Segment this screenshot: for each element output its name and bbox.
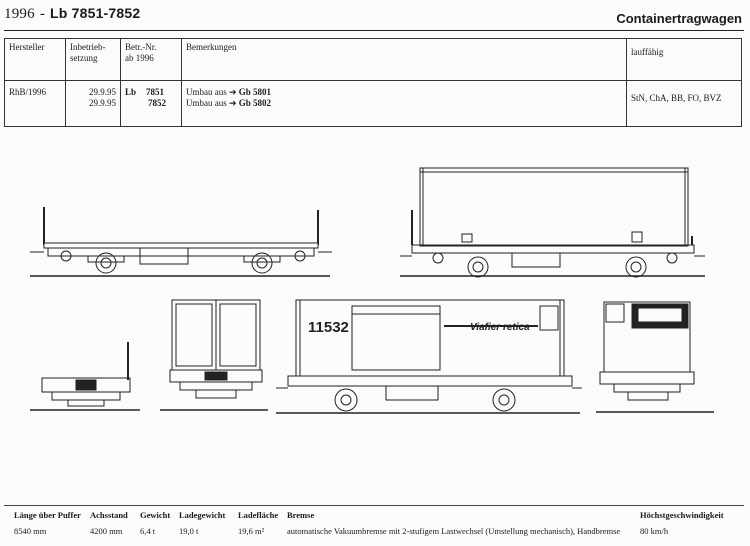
container-wagon-end-view xyxy=(160,299,268,411)
col-lauffaehig: lauffähig xyxy=(626,38,742,81)
loaded-wagon-side-view xyxy=(276,299,582,414)
container-number: 11532 xyxy=(308,319,349,336)
spec-value-laenge: 8540 mm xyxy=(14,526,47,536)
flat-wagon-end-view xyxy=(30,342,140,411)
specs-rule xyxy=(4,505,744,506)
spec-value-achsstand: 4200 mm xyxy=(90,526,123,536)
spec-label-ladegewicht: Ladegewicht xyxy=(179,510,226,520)
spec-label-hoechst: Höchstgeschwindigkeit xyxy=(640,510,724,520)
spec-label-laenge: Länge über Puffer xyxy=(14,510,81,520)
cell-remarks: Umbau aus ➔ Gb 5801 Umbau aus ➔ Gb 5802 xyxy=(181,80,627,127)
header-rule xyxy=(4,30,744,31)
col-bemerkungen: Bemerkungen xyxy=(181,38,627,81)
spec-label-gewicht: Gewicht xyxy=(140,510,171,520)
flat-wagon-side-view xyxy=(30,207,332,277)
category-title: Containertragwagen xyxy=(616,11,742,26)
container-wagon-side-view xyxy=(400,167,705,278)
container-brand: Viafier retica xyxy=(470,322,530,333)
arrow-right-icon: ➔ xyxy=(229,87,237,97)
header-separator: - xyxy=(39,6,46,22)
col-inbetriebsetzung: Inbetrieb-setzung xyxy=(65,38,121,81)
info-table: Hersteller Inbetrieb-setzung Betr.-Nr.ab… xyxy=(4,38,742,127)
cell-lauffaehig: StN, ChA, BB, FO, BVZ xyxy=(626,80,742,127)
spec-value-ladeflaeche: 19,6 m² xyxy=(238,526,265,536)
spec-value-bremse: automatische Vakuumbremse mit 2-stufigem… xyxy=(287,526,621,536)
spec-label-ladeflaeche: Ladefläche xyxy=(238,510,279,520)
spec-value-ladegewicht: 19,0 t xyxy=(179,526,199,536)
col-betriebsnummer: Betr.-Nr.ab 1996 xyxy=(120,38,182,81)
loaded-wagon-end-view xyxy=(596,301,714,413)
spec-value-hoechst: 80 km/h xyxy=(640,526,669,536)
model-title: Lb 7851-7852 xyxy=(50,5,141,21)
table-header-row: Hersteller Inbetrieb-setzung Betr.-Nr.ab… xyxy=(4,38,742,81)
cell-hersteller: RhB/1996 xyxy=(4,80,66,127)
page-header: 1996-Lb 7851-7852 xyxy=(4,5,140,23)
spec-label-bremse: Bremse xyxy=(287,510,315,520)
col-hersteller: Hersteller xyxy=(4,38,66,81)
spec-value-gewicht: 6,4 t xyxy=(140,526,156,536)
wagon-drawings: 11532 Viafier retica xyxy=(30,167,714,414)
year: 1996 xyxy=(4,6,35,22)
spec-label-achsstand: Achsstand xyxy=(90,510,128,520)
arrow-right-icon: ➔ xyxy=(229,98,237,108)
